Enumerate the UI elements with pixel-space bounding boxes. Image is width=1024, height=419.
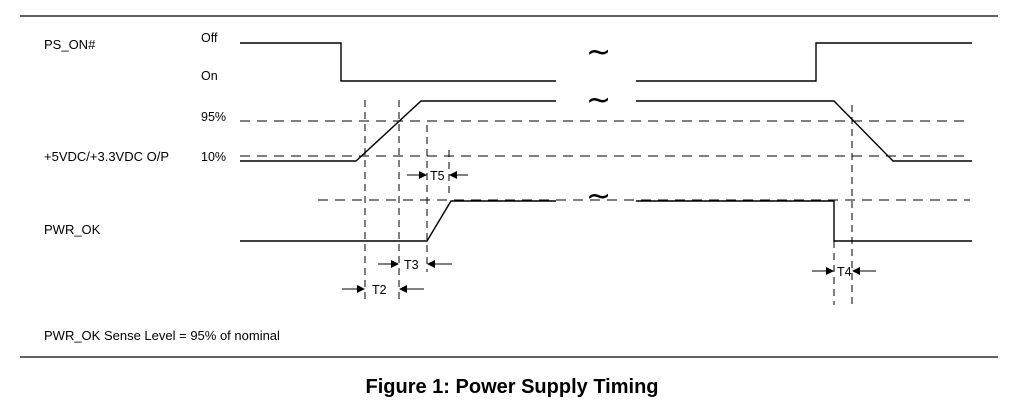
break-symbol-output: ~ — [586, 83, 611, 118]
t4-marker: T4 — [812, 265, 876, 279]
timing-diagram: PS_ON# Off On 95% +5VDC/+3.3VDC O/P 10% … — [20, 15, 998, 358]
t2-label: T2 — [372, 283, 387, 297]
ps-on-waveform-right — [636, 42, 972, 82]
output-label: +5VDC/+3.3VDC O/P — [44, 149, 169, 164]
ps-on-off-label: Off — [201, 31, 218, 45]
output-waveform-left — [240, 100, 556, 162]
output-95-label: 95% — [201, 110, 226, 124]
t3-label: T3 — [404, 258, 419, 272]
break-symbol-pwr-ok: ~ — [586, 179, 611, 214]
ps-on-waveform-left — [240, 42, 556, 82]
t3-marker: T3 — [378, 258, 452, 272]
t2-marker: T2 — [342, 283, 424, 297]
t5-label: T5 — [430, 169, 445, 183]
output-10-label: 10% — [201, 150, 226, 164]
sense-level-note: PWR_OK Sense Level = 95% of nominal — [44, 328, 280, 343]
t5-marker: T5 — [407, 169, 468, 183]
pwr-ok-waveform-left — [240, 200, 556, 242]
output-waveform-right — [636, 100, 972, 162]
pwr-ok-label: PWR_OK — [44, 222, 101, 237]
break-symbol-ps-on: ~ — [586, 35, 611, 70]
figure-caption: Figure 1: Power Supply Timing — [365, 376, 659, 398]
ps-on-label: PS_ON# — [44, 37, 96, 52]
pwr-ok-waveform-right — [636, 200, 972, 242]
t4-label: T4 — [837, 265, 852, 279]
ps-on-on-label: On — [201, 69, 218, 83]
